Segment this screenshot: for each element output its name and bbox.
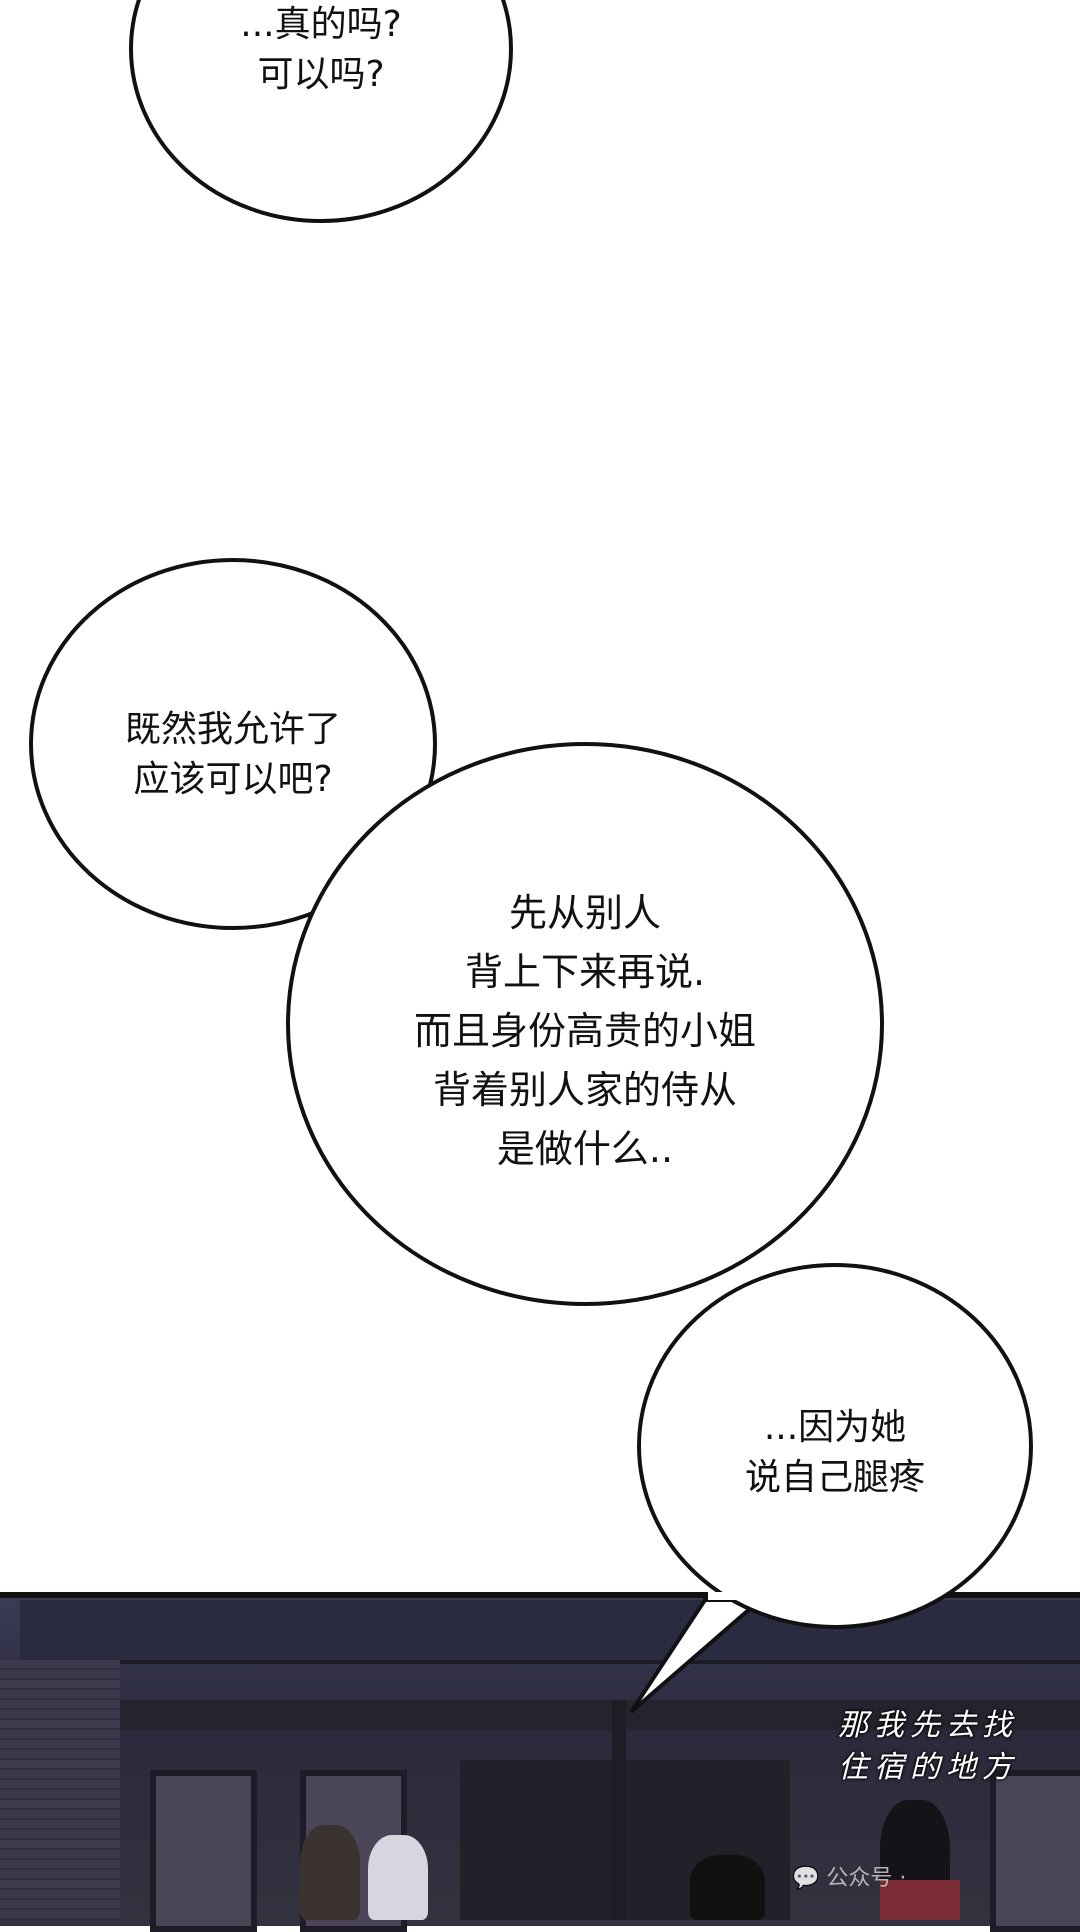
caption-line: 那我先去找 (838, 1708, 1018, 1743)
speech-bubble-2 (29, 558, 437, 930)
red-robe (880, 1880, 960, 1920)
text-line: ...因为她 (763, 1407, 907, 1448)
roof-beam (100, 1700, 1080, 1730)
watermark-text: 公众号 · (826, 1866, 907, 1891)
bubble-3-text: 先从别人 背上下来再说. 而且身份高贵的小姐 背着别人家的侍从 是做什么.. (414, 884, 756, 1179)
bubble-1-text: ...真的吗? 可以吗? (240, 0, 401, 100)
caption-line: 住宿的地方 (838, 1750, 1018, 1785)
handwritten-caption: 那我先去找 住宿的地方 (838, 1705, 1038, 1789)
character-boy (690, 1855, 765, 1920)
text-line: 而且身份高贵的小姐 (413, 1009, 757, 1053)
text-line: 既然我允许了 (124, 709, 342, 750)
speech-bubble-3 (286, 742, 884, 1306)
text-line: 应该可以吧? (133, 759, 333, 800)
text-line: 是做什么.. (496, 1127, 674, 1171)
text-line: 先从别人 (508, 891, 662, 935)
speech-bubble-4 (637, 1263, 1033, 1629)
watermark: 💬 公众号 · (792, 1860, 906, 1892)
character-dark-hair (300, 1825, 360, 1920)
text-line: 背上下来再说. (464, 950, 706, 994)
wechat-icon: 💬 (792, 1866, 820, 1891)
text-line: ...真的吗? (240, 4, 402, 45)
text-line: 可以吗? (257, 54, 385, 95)
bubble-2-text: 既然我允许了 应该可以吧? (125, 705, 341, 805)
bubble-4-text: ...因为她 说自己腿疼 (745, 1403, 925, 1503)
brick-wall (0, 1660, 120, 1920)
text-line: 说自己腿疼 (744, 1457, 926, 1498)
speech-bubble-4-tail (629, 1598, 766, 1714)
pillar (612, 1700, 626, 1920)
speech-bubble-1 (129, 0, 513, 223)
character-white-hair (368, 1835, 428, 1920)
text-line: 背着别人家的侍从 (432, 1068, 738, 1112)
